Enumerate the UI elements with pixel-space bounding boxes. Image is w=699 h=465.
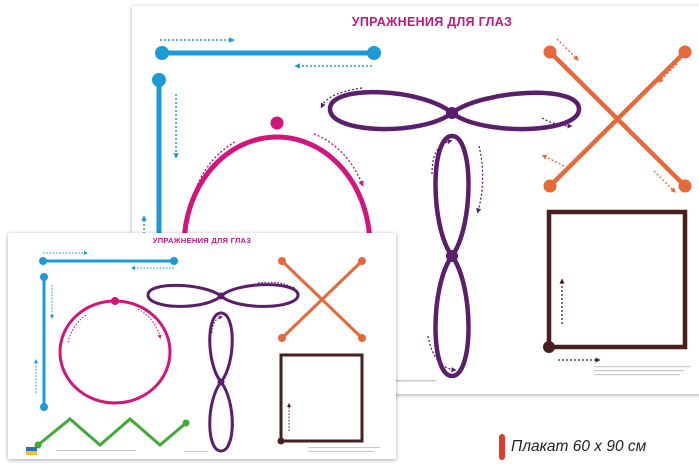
vertical-figure-eight-exercise — [427, 133, 484, 379]
square-exercise — [277, 353, 364, 445]
poster-size-caption: Плакат 60 x 90 см — [511, 438, 647, 455]
poster-front-figures — [26, 251, 380, 455]
diagonal-cross-exercise — [541, 38, 692, 193]
vertical-line-exercise — [34, 273, 54, 411]
publisher-logo-icon — [26, 447, 37, 455]
vertical-figure-eight-exercise — [208, 311, 234, 453]
poster-front-title: УПРАЖНЕНИЯ ДЛЯ ГЛАЗ — [152, 236, 252, 245]
poster-front: УПРАЖНЕНИЯ ДЛЯ ГЛАЗ — [8, 233, 396, 459]
diagonal-cross-exercise — [278, 257, 366, 342]
circle-exercise — [58, 297, 172, 405]
poster-back-title: УПРАЖНЕНИЯ ДЛЯ ГЛАЗ — [351, 15, 513, 29]
horizontal-figure-eight-exercise — [320, 87, 582, 132]
horizontal-figure-eight-exercise — [146, 281, 300, 308]
horizontal-line-exercise — [39, 251, 178, 270]
zigzag-exercise — [34, 417, 190, 449]
square-exercise — [543, 209, 688, 363]
horizontal-line-exercise — [155, 37, 381, 69]
caption-accent-bar — [499, 434, 505, 460]
circle-exercise — [181, 116, 373, 247]
